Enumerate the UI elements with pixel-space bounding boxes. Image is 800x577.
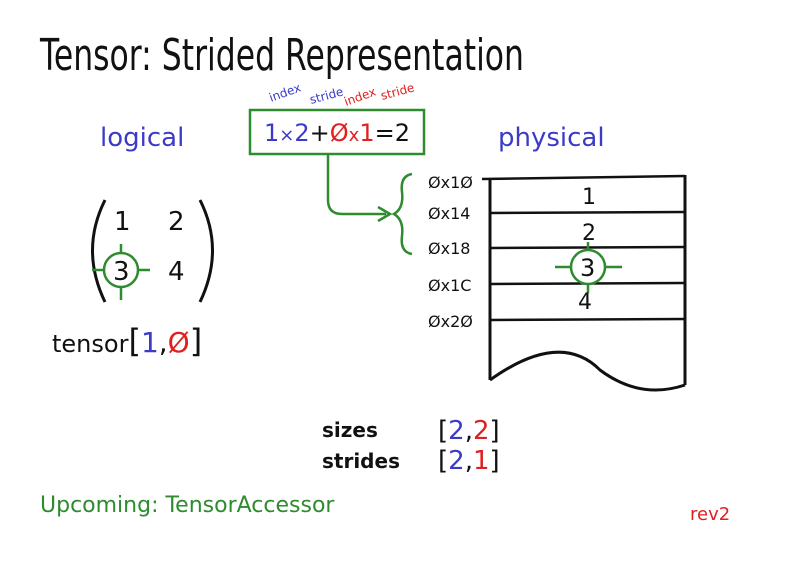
address-3: Øx1C bbox=[428, 276, 471, 295]
strides-v2: 1 bbox=[473, 446, 490, 476]
memory-cell-2: 3 bbox=[580, 254, 595, 282]
formula: 1×2+Øx1=2 bbox=[264, 119, 410, 147]
formula-stride-2: 1 bbox=[359, 119, 374, 147]
memory-cell-0: 1 bbox=[582, 185, 596, 210]
sizes-label: sizes bbox=[322, 418, 378, 442]
physical-label: physical bbox=[498, 123, 605, 153]
memory-row-line-4 bbox=[489, 317, 686, 322]
annot-stride-2: stride bbox=[379, 81, 416, 103]
strides-label: strides bbox=[322, 449, 400, 473]
address-1: Øx14 bbox=[428, 204, 470, 223]
memory-wavy-bottom bbox=[489, 350, 686, 392]
arrow-head-icon bbox=[377, 205, 393, 223]
formula-times-1: × bbox=[279, 125, 294, 146]
matrix-cell-2: 2 bbox=[168, 207, 185, 237]
address-2: Øx18 bbox=[428, 239, 470, 258]
memory-row-line-0 bbox=[481, 174, 686, 181]
annot-stride-1: stride bbox=[308, 85, 345, 107]
formula-result: 2 bbox=[395, 119, 410, 147]
formula-annotations: index stride index stride bbox=[267, 80, 416, 108]
tensor-accessor-i: 1 bbox=[141, 326, 159, 359]
matrix: 1 2 4 3 bbox=[91, 199, 214, 303]
memory-block: 1 2 3 4 bbox=[481, 174, 687, 392]
annot-index-1: index bbox=[267, 80, 303, 104]
tensor-accessor-close: ] bbox=[190, 322, 202, 360]
sizes-value: [2,2] bbox=[438, 416, 500, 446]
matrix-cell-3: 3 bbox=[113, 257, 130, 287]
upcoming-note: Upcoming: TensorAccessor bbox=[40, 493, 335, 518]
shape-info: sizes [2,2] strides [2,1] bbox=[322, 416, 500, 476]
annot-index-2: index bbox=[342, 84, 378, 108]
formula-index-1: 1 bbox=[264, 119, 279, 147]
memory-row-line-1 bbox=[489, 210, 686, 215]
sizes-v1: 2 bbox=[448, 416, 465, 446]
formula-plus: + bbox=[310, 119, 330, 147]
formula-equals: = bbox=[375, 119, 395, 147]
matrix-cell-1: 1 bbox=[114, 207, 131, 237]
formula-box bbox=[248, 108, 426, 156]
tensor-accessor-open: [ bbox=[128, 322, 140, 360]
address-4: Øx2Ø bbox=[428, 312, 473, 331]
sizes-open: [ bbox=[438, 416, 448, 446]
logical-label: logical bbox=[100, 123, 184, 153]
memory-cell-3: 4 bbox=[578, 290, 592, 315]
formula-times-2: x bbox=[349, 125, 360, 146]
tensor-accessor: tensor[1,Ø] bbox=[52, 322, 202, 360]
strides-open: [ bbox=[438, 446, 448, 476]
tensor-accessor-prefix: tensor bbox=[52, 330, 129, 358]
tensor-accessor-j: Ø bbox=[168, 326, 190, 359]
arrow-line bbox=[326, 155, 386, 216]
matrix-right-paren-icon bbox=[198, 199, 214, 303]
revision-tag: rev2 bbox=[690, 504, 730, 525]
address-0: Øx1Ø bbox=[428, 173, 473, 192]
address-list: Øx1Ø Øx14 Øx18 Øx1C Øx2Ø bbox=[428, 173, 473, 331]
formula-stride-1: 2 bbox=[294, 119, 309, 147]
tensor-accessor-comma: , bbox=[159, 326, 168, 359]
strides-close: ] bbox=[490, 446, 500, 476]
sizes-comma: , bbox=[465, 416, 473, 446]
strides-value: [2,1] bbox=[438, 446, 500, 476]
formula-index-2: Ø bbox=[330, 119, 349, 147]
memory-cell-1: 2 bbox=[582, 221, 596, 246]
brace-icon bbox=[391, 172, 413, 256]
sizes-v2: 2 bbox=[473, 416, 490, 446]
strides-comma: , bbox=[465, 446, 473, 476]
matrix-cell-4: 4 bbox=[168, 257, 185, 287]
sizes-close: ] bbox=[490, 416, 500, 446]
matrix-left-paren-icon bbox=[91, 199, 107, 303]
strides-v1: 2 bbox=[448, 446, 465, 476]
slide-title: Tensor: Strided Representation bbox=[39, 30, 524, 81]
